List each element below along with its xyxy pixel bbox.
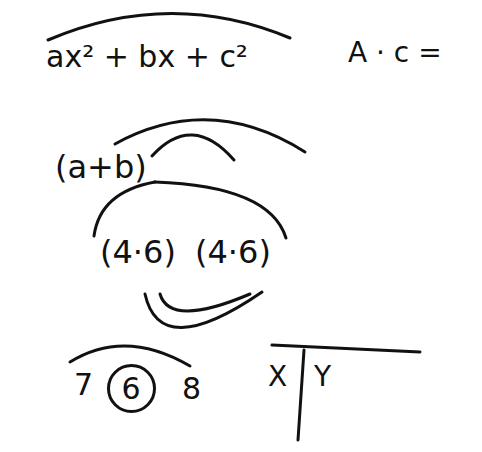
handwritten-label: ax² + bx + c² [46,40,248,73]
t-chart-line [272,345,420,352]
node-text: 6 [121,372,140,405]
arc-stroke [94,182,155,236]
handwritten-label: Y [314,362,331,393]
arc-stroke [48,13,290,40]
handwritten-label: 8 [182,372,201,405]
handwritten-label: X [268,362,287,393]
handwritten-label: (4·6) [195,235,271,270]
handwritten-label: (a+b) [55,150,147,185]
arc-stroke [115,120,305,152]
arc-stroke [70,346,190,366]
handwritten-label: A · c = [348,38,442,69]
handwritten-label: 7 [74,368,93,401]
arc-stroke [155,182,286,238]
t-chart-line [298,350,304,440]
handwritten-label: (4·6) [100,235,176,270]
arc-stroke [152,135,234,160]
arc-stroke [145,292,262,328]
circled-number: 6 [107,364,156,413]
